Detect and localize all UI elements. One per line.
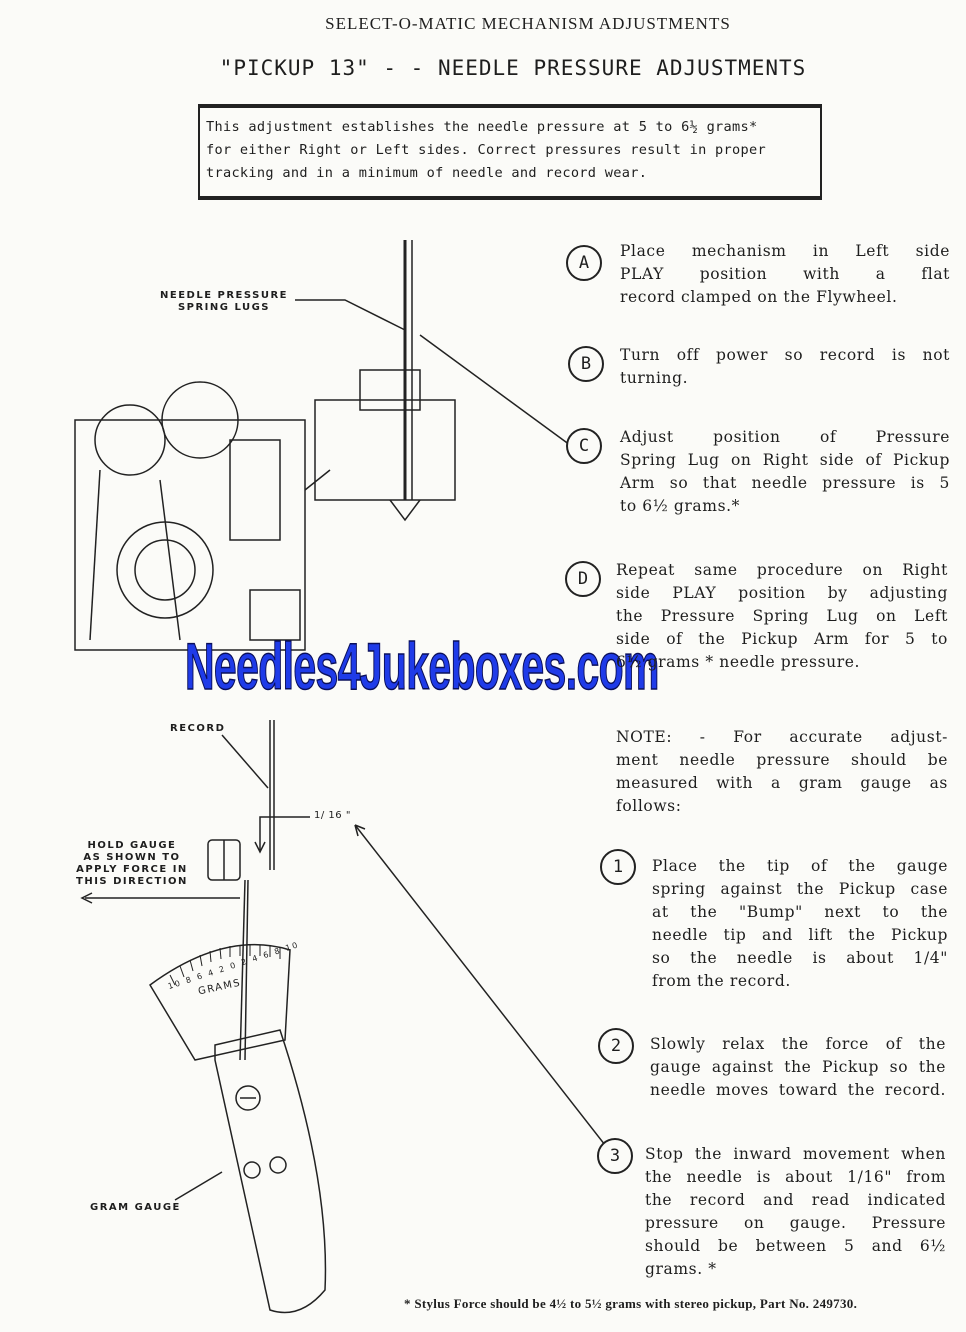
label-line: AS SHOWN TO [83,852,181,863]
text-line: should be between 5 and 6½ [645,1237,946,1255]
text-line: needle tip and lift the Pickup [652,926,948,944]
scale-tick: 8 [273,945,283,957]
page-header: SELECT-O-MATIC MECHANISM ADJUSTMENTS [325,14,731,33]
text-line: to 6½ grams.* [620,497,741,515]
step-marker-b: B [568,346,604,382]
text-line: Place mechanism in Left side [620,242,950,260]
scale-tick: 10 [284,939,301,953]
hold-gauge-label: HOLD GAUGE AS SHOWN TO APPLY FORCE IN TH… [76,840,188,888]
note: NOTE: - For accurate adjust- ment needle… [616,726,948,818]
step-marker-c: C [566,428,602,464]
text-line: the record and read indicated [645,1191,946,1209]
gauge-step-marker-1: 1 [600,849,636,885]
intro-line: for either Right or Left sides. Correct … [206,142,766,158]
text-line: the needle is about 1/16" from [645,1168,946,1186]
text-line: follows: [616,797,682,815]
text-line: side of the Pickup Arm for 5 to [616,630,948,648]
text-line: Adjust position of Pressure [620,428,950,446]
label-line: HOLD GAUGE [87,840,177,851]
leader-3 [354,824,606,1146]
gauge-step-3: Stop the inward movement when the needle… [645,1143,946,1281]
gauge-step-2: Slowly relax the force of the gauge agai… [650,1033,946,1102]
text-line: from the record. [652,972,791,990]
scale-tick: 2 [239,956,250,968]
gauge-dial [149,944,291,1061]
text-line: Slowly relax the force of the [650,1035,946,1053]
label-line: THIS DIRECTION [76,876,188,887]
text-line: gauge against the Pickup so the [650,1058,946,1076]
footnote: * Stylus Force should be 4½ to 5½ grams … [404,1296,858,1311]
step-a: Place mechanism in Left side PLAY positi… [620,240,950,309]
intro-box: This adjustment establishes the needle p… [198,104,822,200]
text-line: ment needle pressure should be [616,751,948,769]
label-line: NEEDLE PRESSURE [160,290,288,301]
scale-tick: 10 [166,978,184,992]
text-line: turning. [620,369,689,387]
mechanism-body [74,419,306,651]
text-line: Arm so that needle pressure is 5 [620,474,950,492]
pickup-arm [314,399,456,501]
gauge-step-1: Place the tip of the gauge spring agains… [652,855,948,993]
text-line: Repeat same procedure on Right [616,561,948,579]
scale-tick: 8 [184,974,195,986]
intro-line: tracking and in a minimum of needle and … [206,165,648,181]
text-line: Stop the inward movement when [645,1145,946,1163]
text-line: record clamped on the Flywheel. [620,288,898,306]
text-line: PLAY position with a flat [620,265,950,283]
spring-lugs-label: NEEDLE PRESSURE SPRING LUGS [160,290,288,314]
step-marker-d: D [565,561,601,597]
text-line: at the "Bump" next to the [652,903,948,921]
gauge-step-marker-2: 2 [598,1028,634,1064]
gram-gauge-label: GRAM GAUGE [90,1202,181,1213]
text-line: side PLAY position by adjusting [616,584,948,602]
step-marker-a: A [566,245,602,281]
intro-line: This adjustment establishes the needle p… [206,119,758,135]
gauge-step-marker-3: 3 [597,1138,633,1174]
text-line: Turn off power so record is not [620,346,950,364]
text-line: the Pressure Spring Lug on Left [616,607,948,625]
watermark: Needles4Jukeboxes.com [185,628,660,704]
step-c: Adjust position of Pressure Spring Lug o… [620,426,950,518]
scale-tick: 4 [206,967,217,979]
scale-tick: 6 [195,970,206,982]
leader-c [419,334,571,446]
scale-tick: 4 [251,952,261,964]
scale-tick: 0 [228,960,239,971]
page-title: "PICKUP 13" - - NEEDLE PRESSURE ADJUSTME… [219,56,807,80]
text-line: Place the tip of the gauge [652,857,948,875]
scale-tick: 6 [262,949,272,961]
text-line: Spring Lug on Right side of Pickup [620,451,950,469]
scale-tick: 2 [217,963,228,975]
text-line: measured with a gram gauge as [616,774,948,792]
text-line: pressure on gauge. Pressure [645,1214,946,1232]
step-b: Turn off power so record is not turning. [620,344,950,390]
text-line: grams. * [645,1260,717,1278]
gap-label: 1/ 16 " [314,810,351,821]
flywheel [94,404,166,476]
text-line: spring against the Pickup case [652,880,948,898]
step-d: Repeat same procedure on Right side PLAY… [616,559,948,674]
text-line: NOTE: - For accurate adjust- [616,728,948,746]
text-line: so the needle is about 1/4" [652,949,948,967]
label-line: SPRING LUGS [177,302,271,313]
text-line: 6½ grams * needle pressure. [616,653,861,671]
label-line: APPLY FORCE IN [76,864,188,875]
record-label: RECORD [170,723,226,734]
text-line: needle moves toward the record. [650,1081,946,1099]
gauge-handle [214,1029,327,1314]
